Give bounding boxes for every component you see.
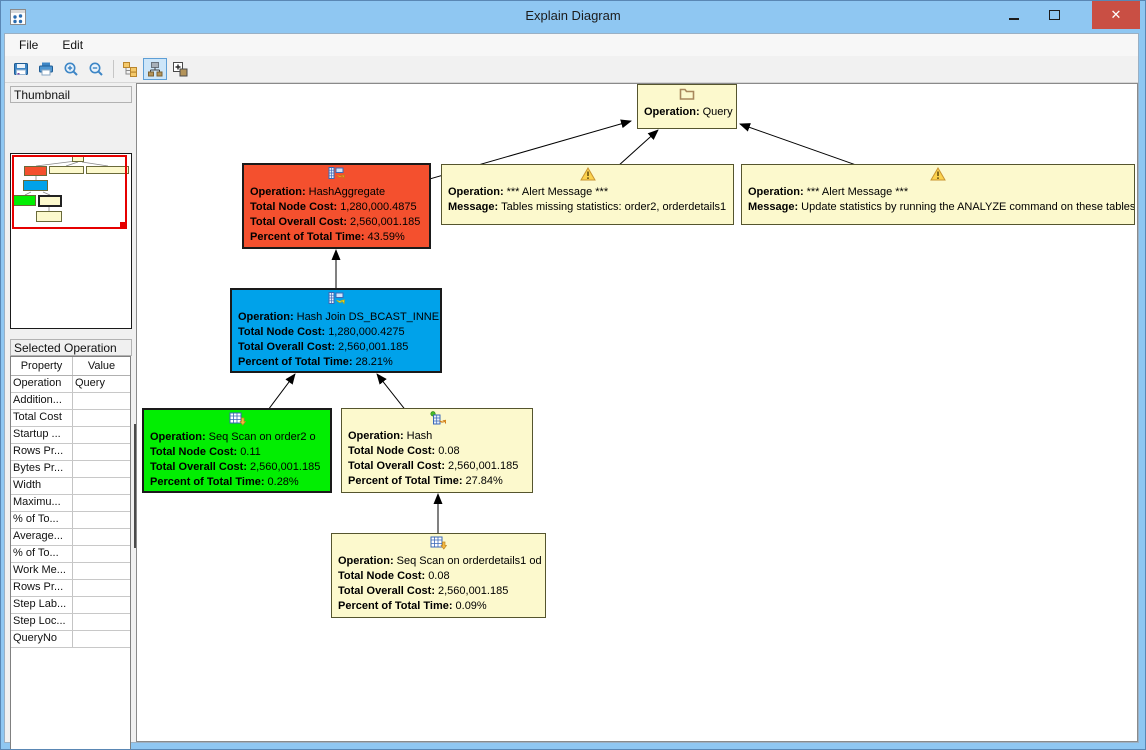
- table-row[interactable]: % of To...: [11, 512, 130, 529]
- sidebar-splitter[interactable]: [134, 424, 137, 548]
- maximize-icon: [1048, 10, 1060, 20]
- table-row[interactable]: Maximu...: [11, 495, 130, 512]
- property-table-header: Property Value: [11, 357, 130, 376]
- print-icon: [39, 62, 53, 76]
- table-row[interactable]: Total Cost: [11, 410, 130, 427]
- selected-operation-panel-header: Selected Operation: [10, 339, 132, 356]
- thumbnail-mini-node: [36, 211, 62, 222]
- thumbnail-mini-node: [24, 166, 47, 176]
- thumbnail-mini-node: [38, 195, 62, 207]
- maximize-button[interactable]: [1039, 1, 1069, 29]
- diagram-node-query[interactable]: Operation:Query: [637, 84, 737, 129]
- seq-scan-icon: [338, 536, 539, 554]
- warning-icon: [748, 167, 1128, 185]
- diagram-node-alert-analyze[interactable]: Operation:*** Alert Message *** Message:…: [741, 164, 1135, 225]
- table-row[interactable]: Startup ...: [11, 427, 130, 444]
- print-button[interactable]: [34, 58, 58, 80]
- diagram-node-hashaggregate[interactable]: Operation:HashAggregate Total Node Cost:…: [242, 163, 431, 249]
- toolbar-separator: [113, 60, 114, 78]
- thumbnail-viewport[interactable]: [12, 155, 127, 229]
- app-icon: [10, 9, 26, 25]
- diagram-canvas[interactable]: Operation:Query Operation:HashAggregate …: [136, 83, 1138, 742]
- thumbnail-panel[interactable]: [10, 153, 132, 329]
- diagram-node-hash-join[interactable]: Operation:Hash Join DS_BCAST_INNER Total…: [230, 288, 442, 373]
- sidebar: Thumbnail Selected Operation: [5, 83, 137, 749]
- minimize-icon: [1009, 18, 1019, 20]
- join-icon: [238, 292, 434, 310]
- save-button[interactable]: [9, 58, 33, 80]
- table-row[interactable]: Rows Pr...: [11, 444, 130, 461]
- zoom-out-button[interactable]: [84, 58, 108, 80]
- zoom-in-button[interactable]: [59, 58, 83, 80]
- table-row[interactable]: Addition...: [11, 393, 130, 410]
- tree-view-icon: [123, 62, 137, 77]
- menu-bar: File Edit: [5, 34, 1138, 56]
- aggregate-icon: [250, 167, 423, 185]
- diagram-node-alert-missing-stats[interactable]: Operation:*** Alert Message *** Message:…: [441, 164, 734, 225]
- table-row[interactable]: Step Lab...: [11, 597, 130, 614]
- diagram-node-seq-scan-orderdetails1[interactable]: Operation:Seq Scan on orderdetails1 od T…: [331, 533, 546, 618]
- window-title: Explain Diagram: [525, 8, 621, 23]
- thumbnail-viewport-handle[interactable]: [120, 222, 127, 229]
- thumbnail-mini-node: [23, 180, 48, 191]
- org-chart-layout-icon: [148, 62, 163, 77]
- add-node-icon: [173, 62, 188, 77]
- table-row[interactable]: Rows Pr...: [11, 580, 130, 597]
- org-chart-layout-button[interactable]: [143, 58, 167, 80]
- add-node-button[interactable]: [168, 58, 192, 80]
- table-row[interactable]: Width: [11, 478, 130, 495]
- table-row[interactable]: Step Loc...: [11, 614, 130, 631]
- diagram-node-hash[interactable]: Operation:Hash Total Node Cost:0.08 Tota…: [341, 408, 533, 493]
- thumbnail-mini-node: [49, 166, 84, 174]
- table-row[interactable]: QueryNo: [11, 631, 130, 648]
- column-header-value: Value: [87, 360, 116, 372]
- folder-icon: [644, 87, 730, 105]
- warning-icon: [448, 167, 727, 185]
- zoom-out-icon: [89, 62, 103, 76]
- zoom-in-icon: [64, 62, 78, 76]
- titlebar: Explain Diagram ✕: [1, 1, 1145, 33]
- client-area: File Edit: [4, 33, 1139, 749]
- table-row[interactable]: Work Me...: [11, 563, 130, 580]
- menu-edit[interactable]: Edit: [62, 38, 84, 52]
- hash-icon: [348, 411, 526, 429]
- thumbnail-panel-header: Thumbnail: [10, 86, 132, 103]
- minimize-button[interactable]: [999, 1, 1029, 29]
- close-button[interactable]: ✕: [1092, 1, 1140, 29]
- toolbar: [5, 56, 1138, 83]
- tree-view-button[interactable]: [118, 58, 142, 80]
- seq-scan-icon: [150, 412, 324, 430]
- column-header-property: Property: [11, 357, 73, 375]
- diagram-node-seq-scan-order2[interactable]: Operation:Seq Scan on order2 o Total Nod…: [142, 408, 332, 493]
- table-row[interactable]: Bytes Pr...: [11, 461, 130, 478]
- save-icon: [14, 63, 28, 75]
- thumbnail-mini-node: [86, 166, 129, 174]
- table-row[interactable]: Average...: [11, 529, 130, 546]
- table-row[interactable]: % of To...: [11, 546, 130, 563]
- menu-file[interactable]: File: [19, 38, 39, 52]
